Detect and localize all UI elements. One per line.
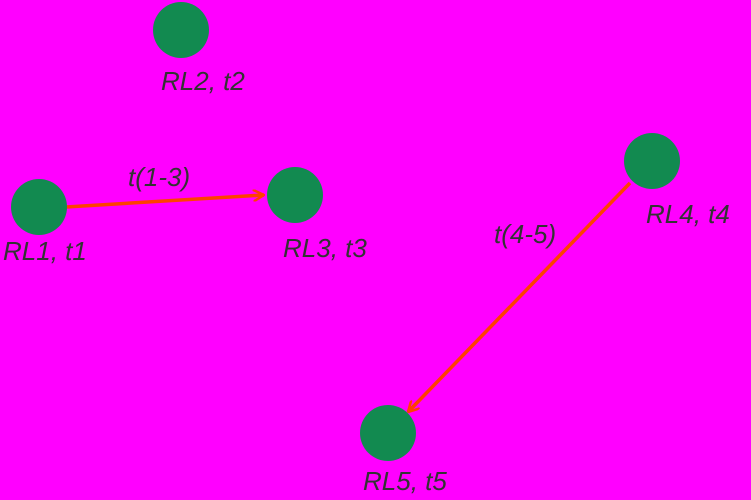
node-label-rl5: RL5, t5 [363, 466, 447, 496]
edge-label-4-5: t(4-5) [494, 219, 556, 249]
node-rl5 [360, 405, 416, 461]
node-label-rl1: RL1, t1 [3, 236, 87, 266]
edge-rl4-rl5 [408, 181, 632, 412]
node-rl1 [11, 179, 67, 235]
node-label-rl2: RL2, t2 [161, 66, 245, 96]
node-label-rl4: RL4, t4 [646, 199, 730, 229]
node-rl4 [624, 133, 680, 189]
node-label-rl3: RL3, t3 [283, 233, 367, 263]
edge-rl1-rl3 [65, 195, 264, 209]
edge-label-1-3: t(1-3) [128, 162, 190, 192]
node-rl3 [267, 167, 323, 223]
node-rl2 [153, 2, 209, 58]
